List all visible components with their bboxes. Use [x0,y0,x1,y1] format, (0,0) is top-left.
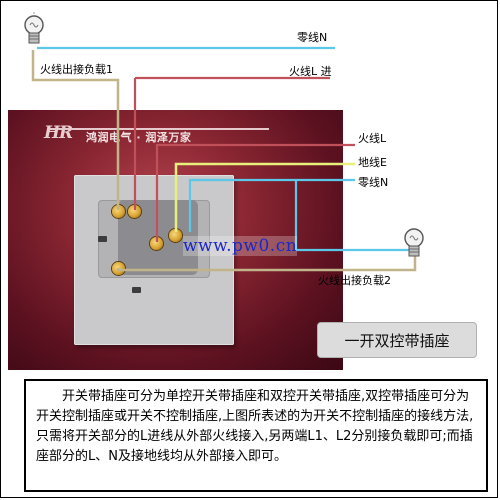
label-neutral-n: 零线N [358,176,389,189]
mount-hole [132,287,141,293]
terminal-screw-l1 [112,205,125,218]
label-neutral-top: 零线N [297,31,328,44]
brand-divider [49,128,269,130]
light-bulb-icon [404,228,424,257]
load1-wire [31,50,120,210]
label-earth-e: 地线E [358,156,387,169]
earth-wire [174,162,355,232]
light-bulb-icon [24,12,44,44]
mount-hole [98,236,107,242]
socket-live-wire [155,143,355,242]
terminal-screw-earth [169,229,182,242]
load2-wire [116,255,417,272]
label-load1: 火线出接负载1 [40,63,113,76]
terminal-screw-socket-l [150,237,163,250]
terminal-screw-l [128,205,141,218]
neutral-wire-bulb2 [294,180,410,252]
brand-text: 鸿润电气 · 润泽万家 [86,131,192,144]
label-load2: 火线出接负载2 [318,274,391,287]
label-live-l: 火线L [358,132,387,145]
neutral-wire [188,178,355,232]
description-box: 开关带插座可分为单控开关带插座和双控开关带插座,双控带插座可分为开关控制插座或开… [24,379,488,492]
diagram-title: 一开双控带插座 [317,322,477,358]
watermark-url: www.pw0.cn [183,236,298,256]
label-live-in: 火线L 进 [289,65,332,78]
